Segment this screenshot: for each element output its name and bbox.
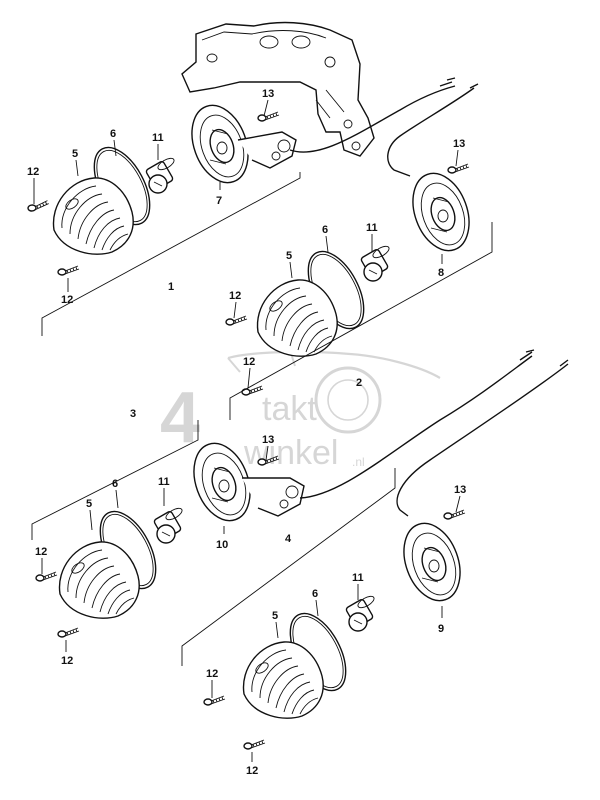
screw-12d — [241, 385, 264, 396]
rear-lower-housing-9 — [393, 359, 569, 610]
callout-labels: 5 6 11 12 12 13 7 1 13 8 5 6 11 12 12 2 … — [27, 88, 466, 777]
bulb-11a — [144, 155, 177, 194]
callout-13a: 13 — [262, 88, 274, 100]
rear-upper-housing-8 — [387, 83, 480, 260]
screw-12c — [225, 315, 248, 326]
screw-13a — [257, 111, 280, 122]
callout-11d: 11 — [352, 572, 364, 584]
screw-12h — [243, 739, 266, 750]
screw-12a — [26, 199, 50, 213]
callout-11a: 11 — [152, 132, 164, 144]
callout-6d: 6 — [312, 588, 318, 600]
callout-13c: 13 — [262, 434, 274, 446]
callout-12h: 12 — [246, 765, 258, 777]
callout-12f: 12 — [61, 655, 73, 667]
callout-3: 3 — [130, 408, 136, 420]
screw-12g — [203, 695, 226, 706]
callout-5c: 5 — [86, 498, 92, 510]
callout-10: 10 — [216, 539, 228, 551]
front-lower-housing-10 — [183, 349, 535, 530]
screw-12f — [57, 627, 80, 638]
callout-5d: 5 — [272, 610, 278, 622]
callout-12d: 12 — [243, 356, 255, 368]
callout-6a: 6 — [110, 128, 116, 140]
callout-11b: 11 — [366, 222, 378, 234]
bulb-11c — [152, 505, 185, 544]
screw-12b — [57, 265, 80, 276]
callout-11c: 11 — [158, 476, 170, 488]
bulb-11b — [359, 243, 392, 282]
callout-12a: 12 — [27, 166, 39, 178]
mounting-bracket — [181, 21, 375, 157]
lens-5d — [242, 641, 324, 719]
front-upper-housing-7 — [181, 77, 456, 192]
watermark-line1: takt — [262, 390, 317, 428]
watermark: 4 takt winkel .nl — [160, 349, 441, 472]
bulb-11d — [344, 593, 377, 632]
callout-5a: 5 — [72, 148, 78, 160]
watermark-digit: 4 — [160, 378, 200, 458]
callout-12g: 12 — [206, 668, 218, 680]
callout-2: 2 — [356, 377, 362, 389]
callout-13d: 13 — [454, 484, 466, 496]
callout-12b: 12 — [61, 294, 73, 306]
callout-9: 9 — [438, 623, 444, 635]
screw-13d — [443, 509, 466, 520]
lens-5a — [52, 177, 134, 255]
callout-6c: 6 — [112, 478, 118, 490]
leader-lines — [33, 99, 461, 762]
callout-8: 8 — [438, 267, 444, 279]
screw-12e — [35, 571, 58, 582]
callout-1: 1 — [168, 281, 174, 293]
callout-12e: 12 — [35, 546, 47, 558]
screw-13b — [447, 163, 470, 174]
watermark-suffix: .nl — [352, 455, 365, 469]
callout-12c: 12 — [229, 290, 241, 302]
assembly-lines — [31, 172, 493, 666]
watermark-line2: winkel — [243, 434, 338, 472]
callout-5b: 5 — [286, 250, 292, 262]
callout-7: 7 — [216, 195, 222, 207]
lens-5c — [58, 541, 140, 619]
callout-6b: 6 — [322, 224, 328, 236]
callout-13b: 13 — [453, 138, 465, 150]
callout-4: 4 — [285, 533, 292, 545]
